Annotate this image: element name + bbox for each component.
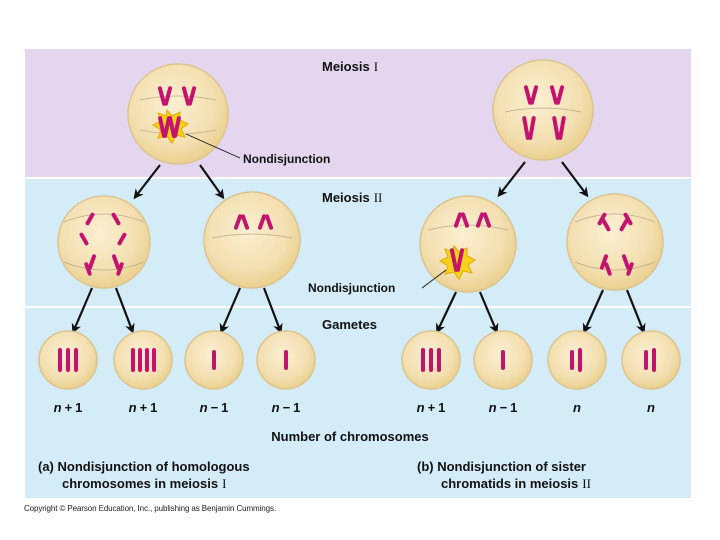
number-of-chromosomes-label: Number of chromosomes <box>271 429 428 444</box>
caption-a-line1: (a) Nondisjunction of homologous <box>38 459 250 474</box>
gamete-count-b2: n−1 <box>489 400 518 415</box>
meiosis-1-arrows <box>133 161 589 200</box>
gamete-count-b4: n <box>647 400 655 415</box>
gamete-b2 <box>473 330 533 390</box>
gamete-count-a3: n−1 <box>200 400 229 415</box>
gamete-count-b1: n+1 <box>417 400 446 415</box>
meiosis-2-arrows <box>71 287 646 334</box>
gamete-count-a4: n−1 <box>272 400 301 415</box>
gamete-b1 <box>401 330 461 390</box>
nondisjunction-label-1: Nondisjunction <box>243 152 330 166</box>
gamete-count-b3: n <box>573 400 581 415</box>
nondisjunction-label-2: Nondisjunction <box>308 281 395 295</box>
meiosis-1-cell-a <box>127 63 229 165</box>
gamete-a3 <box>184 330 244 390</box>
gamete-count-a1: n+1 <box>54 400 83 415</box>
gamete-b4 <box>621 330 681 390</box>
meiosis-1-cell-b <box>492 59 594 161</box>
caption-b-line1: (b) Nondisjunction of sister <box>417 459 586 474</box>
gamete-a4 <box>256 330 316 390</box>
gamete-a1 <box>38 330 98 390</box>
meiosis-2-cell-a1 <box>57 195 151 289</box>
meiosis-2-cell-a2 <box>203 191 301 289</box>
gametes-label: Gametes <box>322 317 377 332</box>
gamete-b3 <box>547 330 607 390</box>
gamete-count-a2: n+1 <box>129 400 158 415</box>
copyright-notice: Copyright © Pearson Education, Inc., pub… <box>24 504 277 513</box>
meiosis-2-cell-b1 <box>419 195 517 293</box>
gamete-a2 <box>113 330 173 390</box>
meiosis-2-cell-b2 <box>566 193 664 291</box>
